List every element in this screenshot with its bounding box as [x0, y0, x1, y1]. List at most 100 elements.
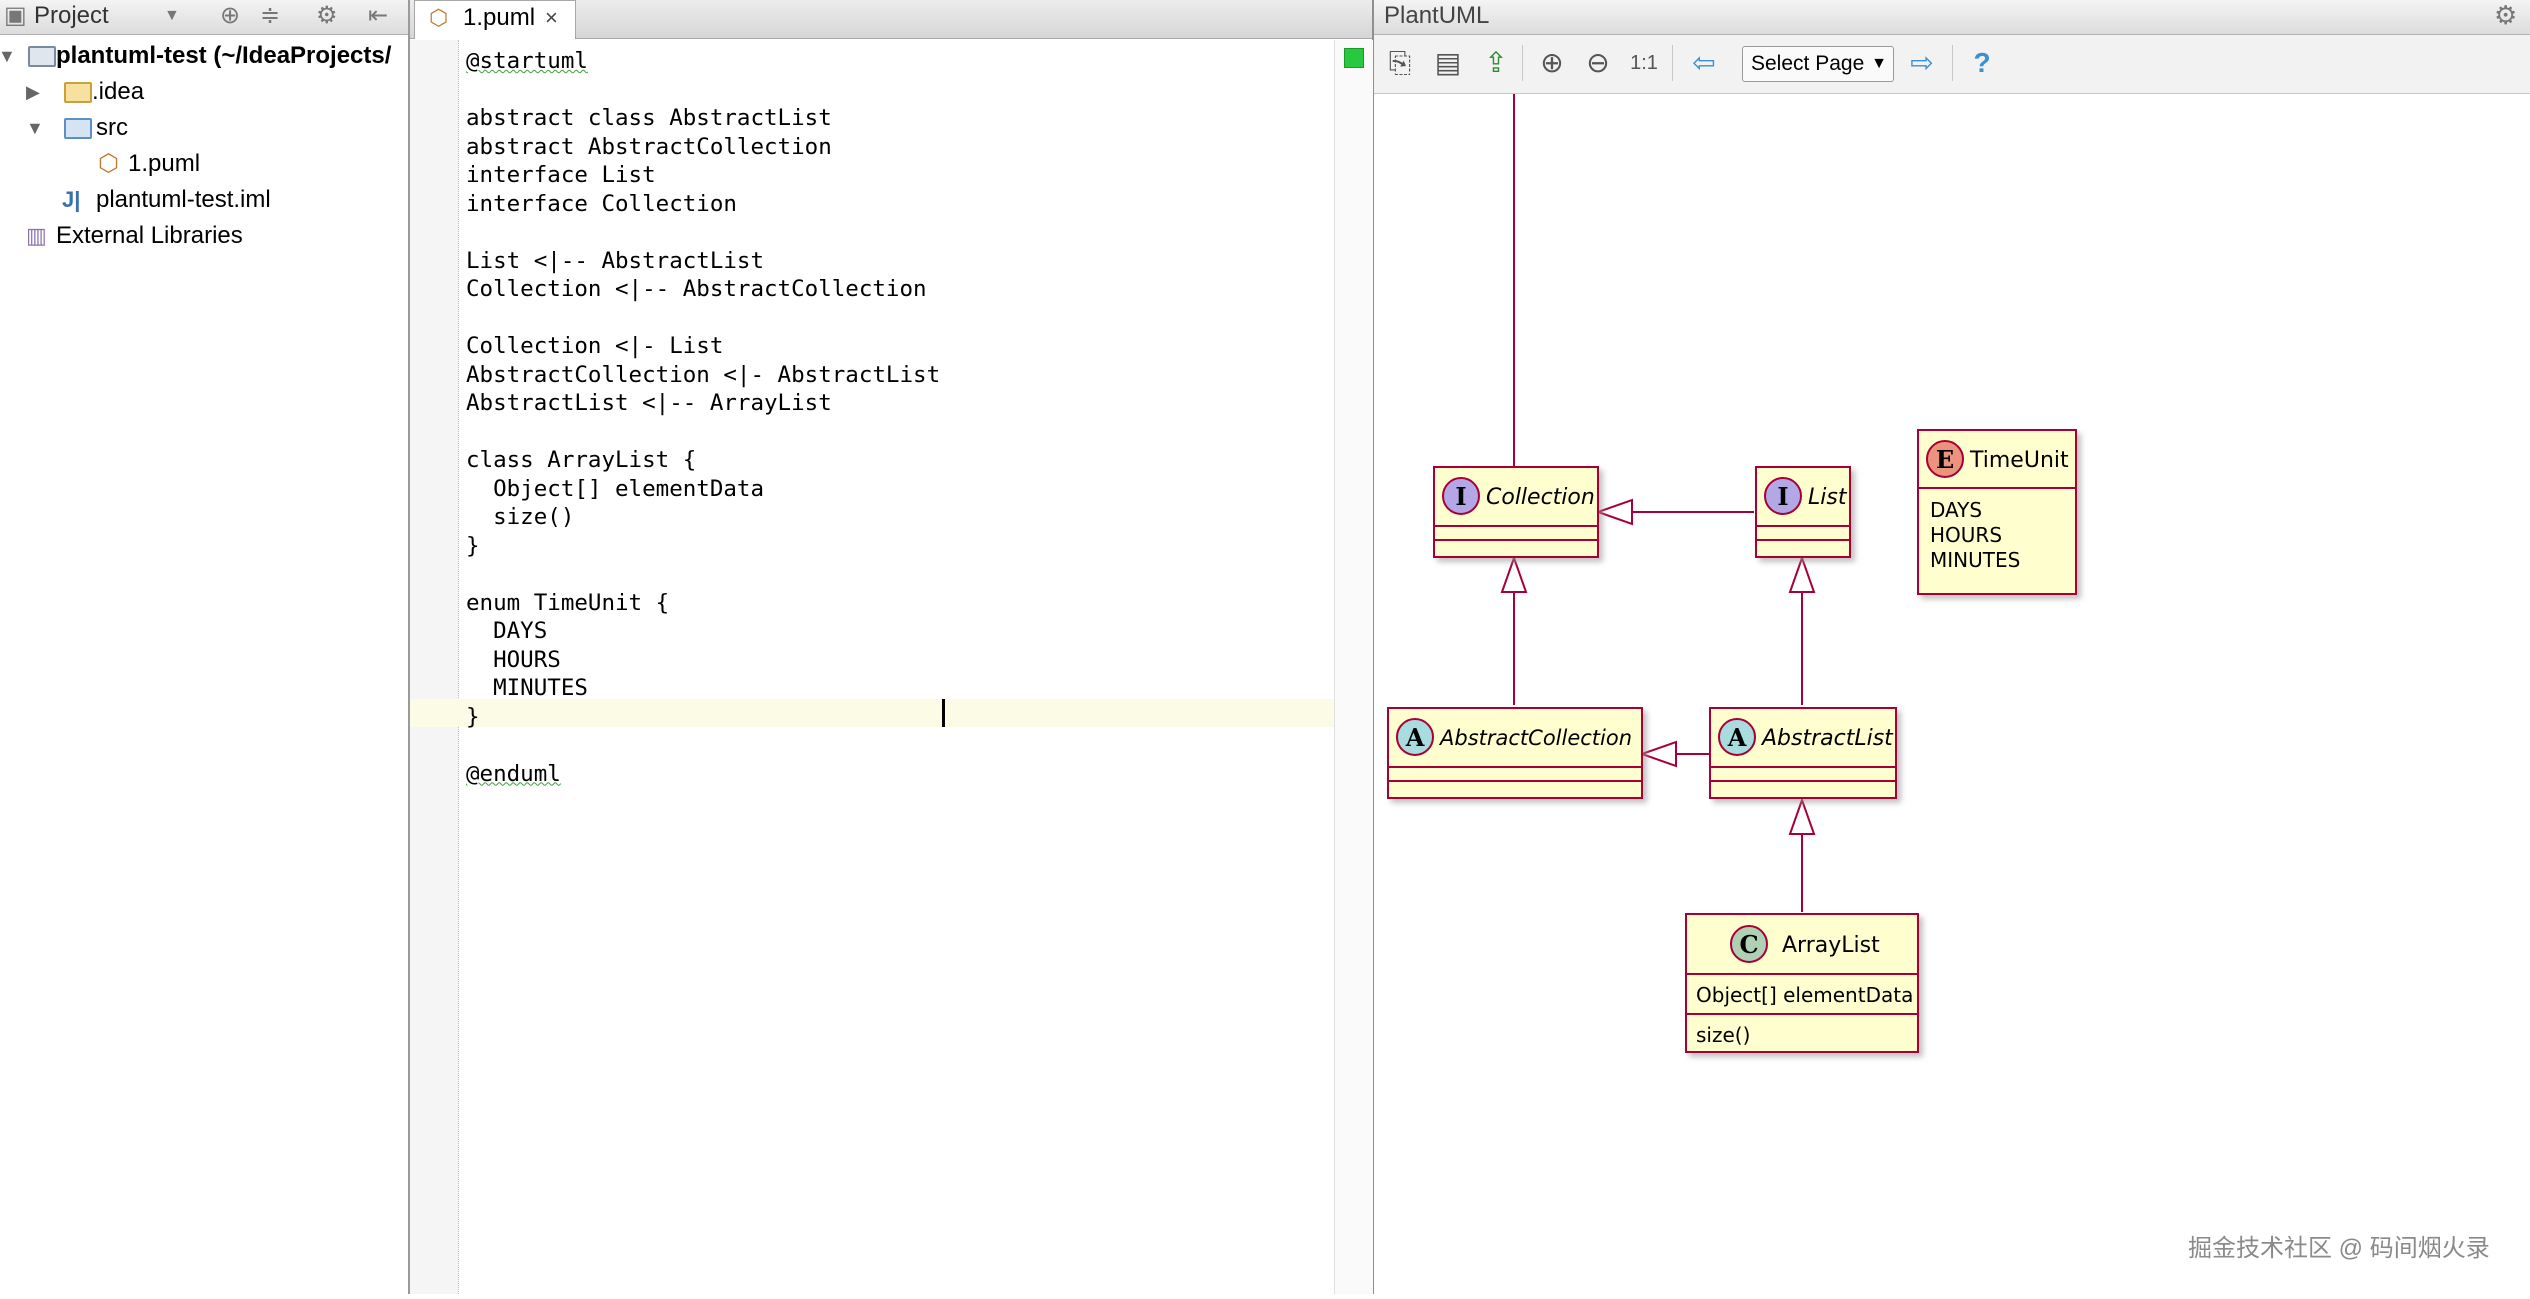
scroll-from-source-icon[interactable]: ⊕ — [220, 2, 241, 29]
gear-icon[interactable]: ⚙ — [316, 2, 338, 29]
code-line[interactable]: AbstractCollection <|- AbstractList — [466, 361, 1326, 390]
inheritance-arrowhead — [1500, 554, 1528, 593]
view-dropdown-chevron-icon[interactable]: ▼ — [164, 7, 180, 24]
code-line[interactable]: interface List — [466, 161, 1326, 190]
relations — [1500, 94, 1816, 912]
abstract-stereotype-icon — [1718, 718, 1756, 756]
code-line[interactable]: Collection <|-- AbstractCollection — [466, 275, 1326, 304]
code-line[interactable]: DAYS — [466, 617, 1326, 646]
line-gutter[interactable] — [410, 40, 459, 1294]
code-line[interactable]: HOURS — [466, 646, 1326, 675]
code-line[interactable]: Object[] elementData — [466, 475, 1326, 504]
enum-value: MINUTES — [1930, 548, 2020, 572]
code-line-text: abstract class AbstractList — [466, 105, 832, 131]
code-line[interactable]: class ArrayList { — [466, 446, 1326, 475]
save-icon[interactable]: ▤ — [1434, 47, 1462, 78]
code-line[interactable] — [466, 560, 1326, 589]
class-abstractcollection[interactable]: A AbstractCollection — [1387, 707, 1643, 799]
uml-diagram-canvas[interactable]: I Collection I List E TimeUnit DAYS H — [1374, 94, 2530, 1294]
code-line-text: interface List — [466, 162, 656, 188]
code-line[interactable]: } — [466, 532, 1326, 561]
project-view-icon: ▣ — [4, 2, 27, 29]
inheritance-arrowhead — [1788, 796, 1816, 835]
analysis-ok-marker[interactable] — [1344, 48, 1364, 68]
code-line[interactable]: MINUTES — [466, 674, 1326, 703]
tree-label: External Libraries — [56, 222, 243, 249]
expand-arrow-icon[interactable]: ▼ — [0, 46, 16, 66]
stereotype-letter: A — [1727, 723, 1747, 752]
code-line[interactable]: abstract class AbstractList — [466, 104, 1326, 133]
expand-arrow-icon[interactable]: ▼ — [26, 118, 44, 138]
class-box — [1685, 913, 1919, 1053]
code-line-text: AbstractList <|-- ArrayList — [466, 390, 832, 416]
enum-value: HOURS — [1930, 523, 2002, 547]
code-line[interactable] — [466, 418, 1326, 447]
code-line[interactable]: enum TimeUnit { — [466, 589, 1326, 618]
hide-panel-icon[interactable]: ⇤ — [368, 2, 389, 29]
gear-icon[interactable]: ⚙ — [2494, 0, 2518, 30]
copy-icon[interactable]: ⎘ — [1388, 47, 1412, 78]
class-box — [1917, 429, 2077, 595]
select-page-dropdown[interactable]: Select Page ▼ — [1742, 46, 1894, 82]
export-icon[interactable]: ⇪ — [1484, 47, 1508, 78]
actual-size-icon[interactable]: 1:1 — [1630, 52, 1658, 74]
plantuml-tool-window: PlantUML ⚙ ⎘ ▤ ⇪ ⊕ ⊖ 1:1 ⇦ Select Page ▼… — [1374, 0, 2530, 1294]
code-line[interactable]: AbstractList <|-- ArrayList — [466, 389, 1326, 418]
puml-file-icon: ⬡ — [98, 150, 119, 177]
error-stripe[interactable] — [1334, 40, 1373, 1294]
class-arraylist[interactable]: C ArrayList Object[] elementData size() — [1685, 913, 1919, 1053]
code-line-text: AbstractCollection <|- AbstractList — [466, 361, 941, 388]
project-view-title[interactable]: Project — [34, 2, 109, 29]
code-line[interactable] — [466, 76, 1326, 105]
interface-stereotype-icon — [1442, 477, 1480, 515]
class-list[interactable]: I List — [1755, 466, 1851, 558]
plantuml-header: PlantUML ⚙ — [1374, 0, 2530, 35]
code-line[interactable] — [466, 218, 1326, 247]
previous-page-icon[interactable]: ⇦ — [1692, 47, 1716, 78]
class-collection[interactable]: I Collection — [1433, 466, 1599, 558]
zoom-out-icon[interactable]: ⊖ — [1586, 47, 1610, 78]
code-line-text: @enduml — [466, 760, 561, 787]
help-icon[interactable]: ? — [1973, 47, 1991, 78]
next-page-icon[interactable]: ⇨ — [1910, 47, 1934, 78]
stereotype-letter: E — [1936, 445, 1954, 474]
tab-label: 1.puml — [463, 4, 536, 31]
tab-1-puml[interactable]: ⬡ 1.puml × — [414, 0, 576, 39]
select-page-label: Select Page — [1751, 52, 1865, 75]
class-method: size() — [1696, 1023, 1750, 1047]
tree-label: 1.puml — [128, 150, 201, 177]
code-line-text: Object[] elementData — [466, 475, 765, 502]
code-line[interactable]: } — [466, 703, 1326, 732]
code-line[interactable]: size() — [466, 503, 1326, 532]
code-line-text: Collection <|-- AbstractCollection — [466, 276, 927, 302]
plantuml-title: PlantUML — [1384, 2, 1490, 29]
code-line[interactable]: List <|-- AbstractList — [466, 247, 1326, 276]
puml-file-icon: ⬡ — [429, 5, 449, 30]
code-line[interactable]: interface Collection — [466, 190, 1326, 219]
stereotype-letter: I — [1777, 482, 1788, 511]
code-line[interactable]: abstract AbstractCollection — [466, 133, 1326, 162]
class-name: AbstractCollection — [1438, 726, 1632, 750]
code-line[interactable] — [466, 304, 1326, 333]
tree-label: src — [96, 114, 128, 141]
enum-value: DAYS — [1930, 498, 1982, 522]
zoom-in-icon[interactable]: ⊕ — [1540, 47, 1564, 78]
chevron-down-icon: ▼ — [1871, 55, 1887, 72]
code-line-text: interface Collection — [466, 190, 737, 217]
code-line-text: enum TimeUnit { — [466, 589, 670, 616]
module-folder-icon — [28, 46, 56, 67]
project-header: ▣ Project ▼ ⊕ ≑ ⚙ ⇤ — [0, 0, 408, 35]
code-line[interactable]: @enduml — [466, 760, 1326, 789]
class-abstractlist[interactable]: A AbstractList — [1709, 707, 1897, 799]
collapsed-arrow-icon[interactable]: ▶ — [26, 82, 40, 102]
collapse-all-icon[interactable]: ≑ — [260, 2, 281, 29]
tree-label: .idea — [92, 78, 145, 105]
enum-timeunit[interactable]: E TimeUnit DAYS HOURS MINUTES — [1917, 429, 2077, 595]
code-line[interactable] — [466, 731, 1326, 760]
close-tab-icon[interactable]: × — [545, 5, 558, 30]
code-line[interactable]: @startuml — [466, 47, 1326, 76]
toolbar-separator — [1672, 45, 1673, 81]
code-line-text: List <|-- AbstractList — [466, 247, 765, 274]
code-line[interactable]: Collection <|- List — [466, 332, 1326, 361]
